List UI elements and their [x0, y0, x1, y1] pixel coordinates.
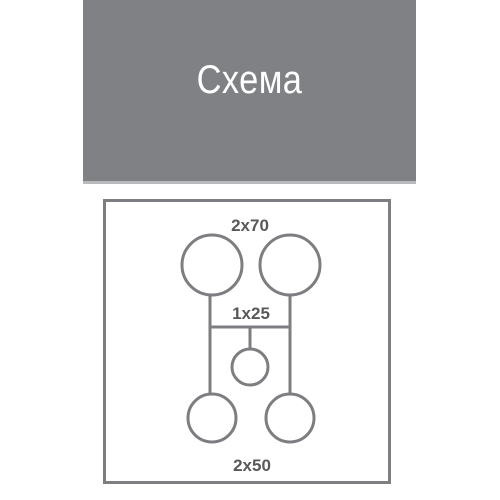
circle-70-right — [258, 233, 322, 297]
bottom-label: 2x50 — [233, 456, 271, 475]
diagram-frame — [103, 199, 391, 484]
header-banner: Схема — [83, 0, 416, 184]
top-label: 2x70 — [231, 216, 269, 235]
circle-50-left — [186, 392, 238, 444]
circle-25-center — [230, 347, 270, 387]
circle-70-left — [180, 233, 244, 297]
middle-label: 1x25 — [232, 304, 270, 323]
middle-label-bg — [224, 303, 278, 323]
page-title: Схема — [196, 58, 303, 102]
circle-50-right — [264, 392, 316, 444]
